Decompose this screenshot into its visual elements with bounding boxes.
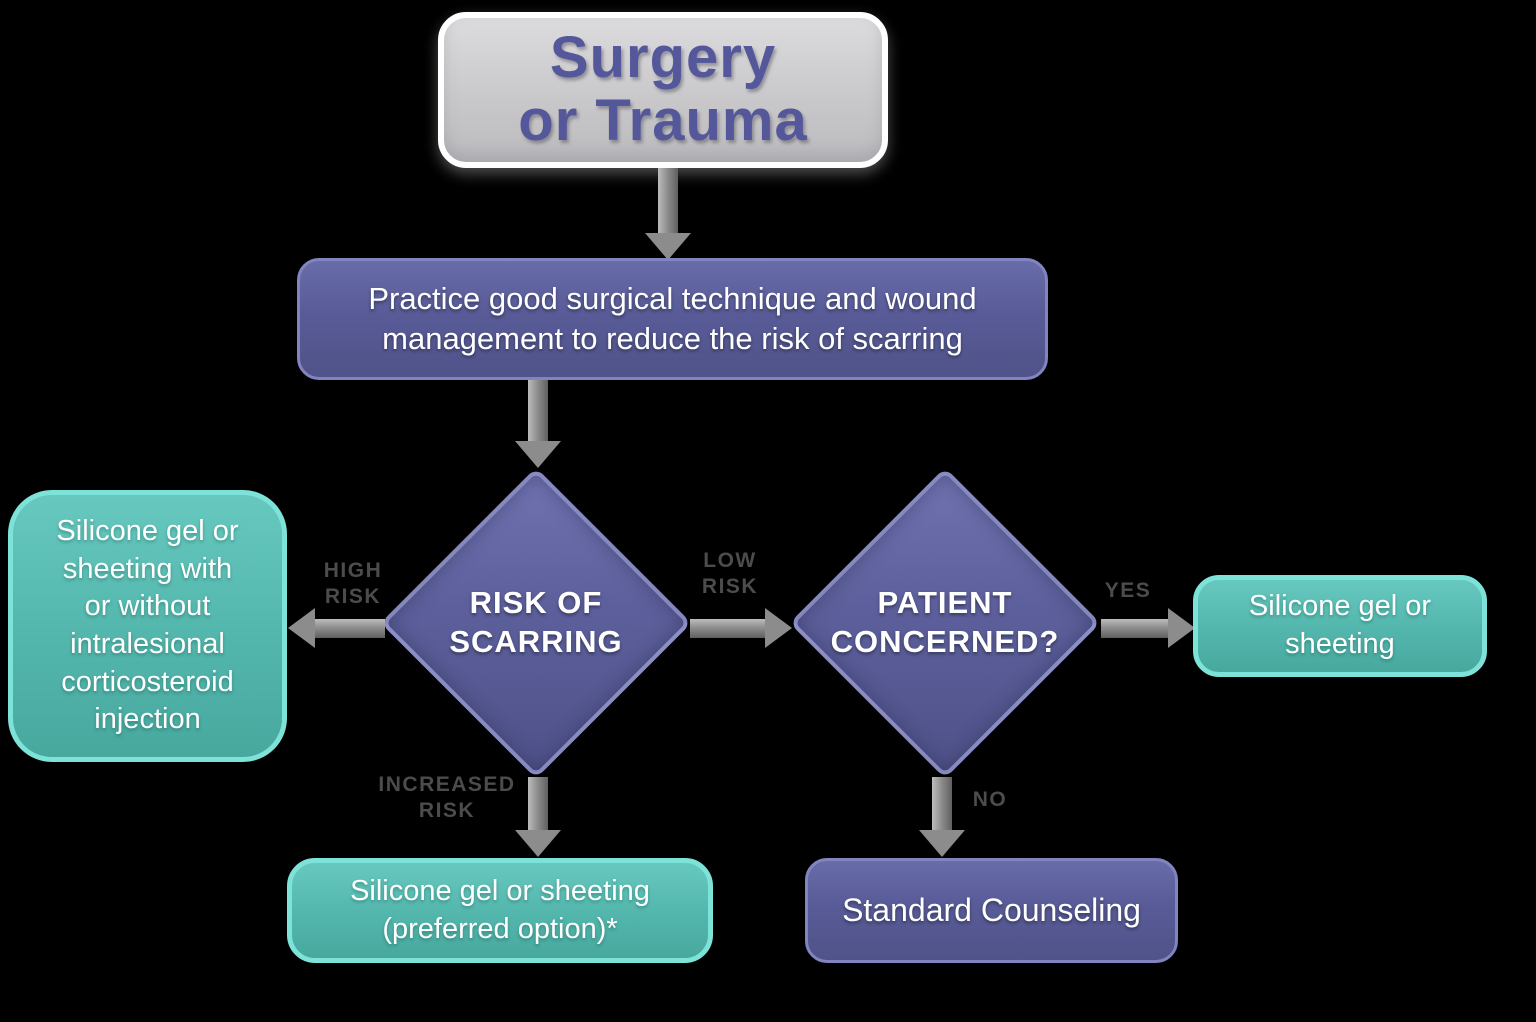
arrow-risk-to-high-risk-outcome xyxy=(288,607,385,649)
arrow-shaft xyxy=(1101,618,1168,638)
arrow-shaft xyxy=(658,168,678,233)
arrow-head-left-icon xyxy=(288,608,315,648)
arrow-shaft xyxy=(528,777,548,830)
node-start-surgery-or-trauma: Surgery or Trauma xyxy=(438,12,888,168)
node-high-risk-outcome: Silicone gel or sheeting with or without… xyxy=(8,490,287,762)
edge-label-high-risk: HIGH RISK xyxy=(323,559,383,608)
arrow-head-down-icon xyxy=(515,830,561,857)
arrow-patient-to-no-outcome xyxy=(918,777,966,857)
node-practice-technique: Practice good surgical technique and wou… xyxy=(297,258,1048,380)
arrow-patient-to-yes-outcome xyxy=(1101,607,1195,649)
decision-risk-of-scarring-label: RISK OF SCARRING xyxy=(449,585,623,659)
arrow-head-down-icon xyxy=(645,233,691,260)
edge-label-low-risk: LOW RISK xyxy=(701,549,759,598)
node-yes-outcome: Silicone gel or sheeting xyxy=(1193,575,1487,677)
arrow-head-right-icon xyxy=(765,608,792,648)
decision-patient-concerned-label: PATIENT CONCERNED? xyxy=(830,585,1060,659)
arrow-head-right-icon xyxy=(1168,608,1195,648)
edge-label-increased-risk: INCREASED RISK xyxy=(378,773,516,822)
arrow-head-down-icon xyxy=(515,441,561,468)
arrow-risk-to-patient-concerned xyxy=(690,607,792,649)
arrow-start-to-practice xyxy=(644,168,692,260)
node-standard-counseling: Standard Counseling xyxy=(805,858,1178,963)
node-increased-risk-outcome: Silicone gel or sheeting (preferred opti… xyxy=(287,858,713,963)
edge-label-yes: YES xyxy=(1104,579,1152,602)
arrow-risk-to-increased-risk-outcome xyxy=(514,777,562,857)
arrow-shaft xyxy=(528,380,548,441)
arrow-shaft xyxy=(315,618,385,638)
arrow-shaft xyxy=(690,618,765,638)
edge-label-no: NO xyxy=(972,788,1008,811)
arrow-shaft xyxy=(932,777,952,830)
arrow-head-down-icon xyxy=(919,830,965,857)
arrow-practice-to-risk xyxy=(514,380,562,468)
